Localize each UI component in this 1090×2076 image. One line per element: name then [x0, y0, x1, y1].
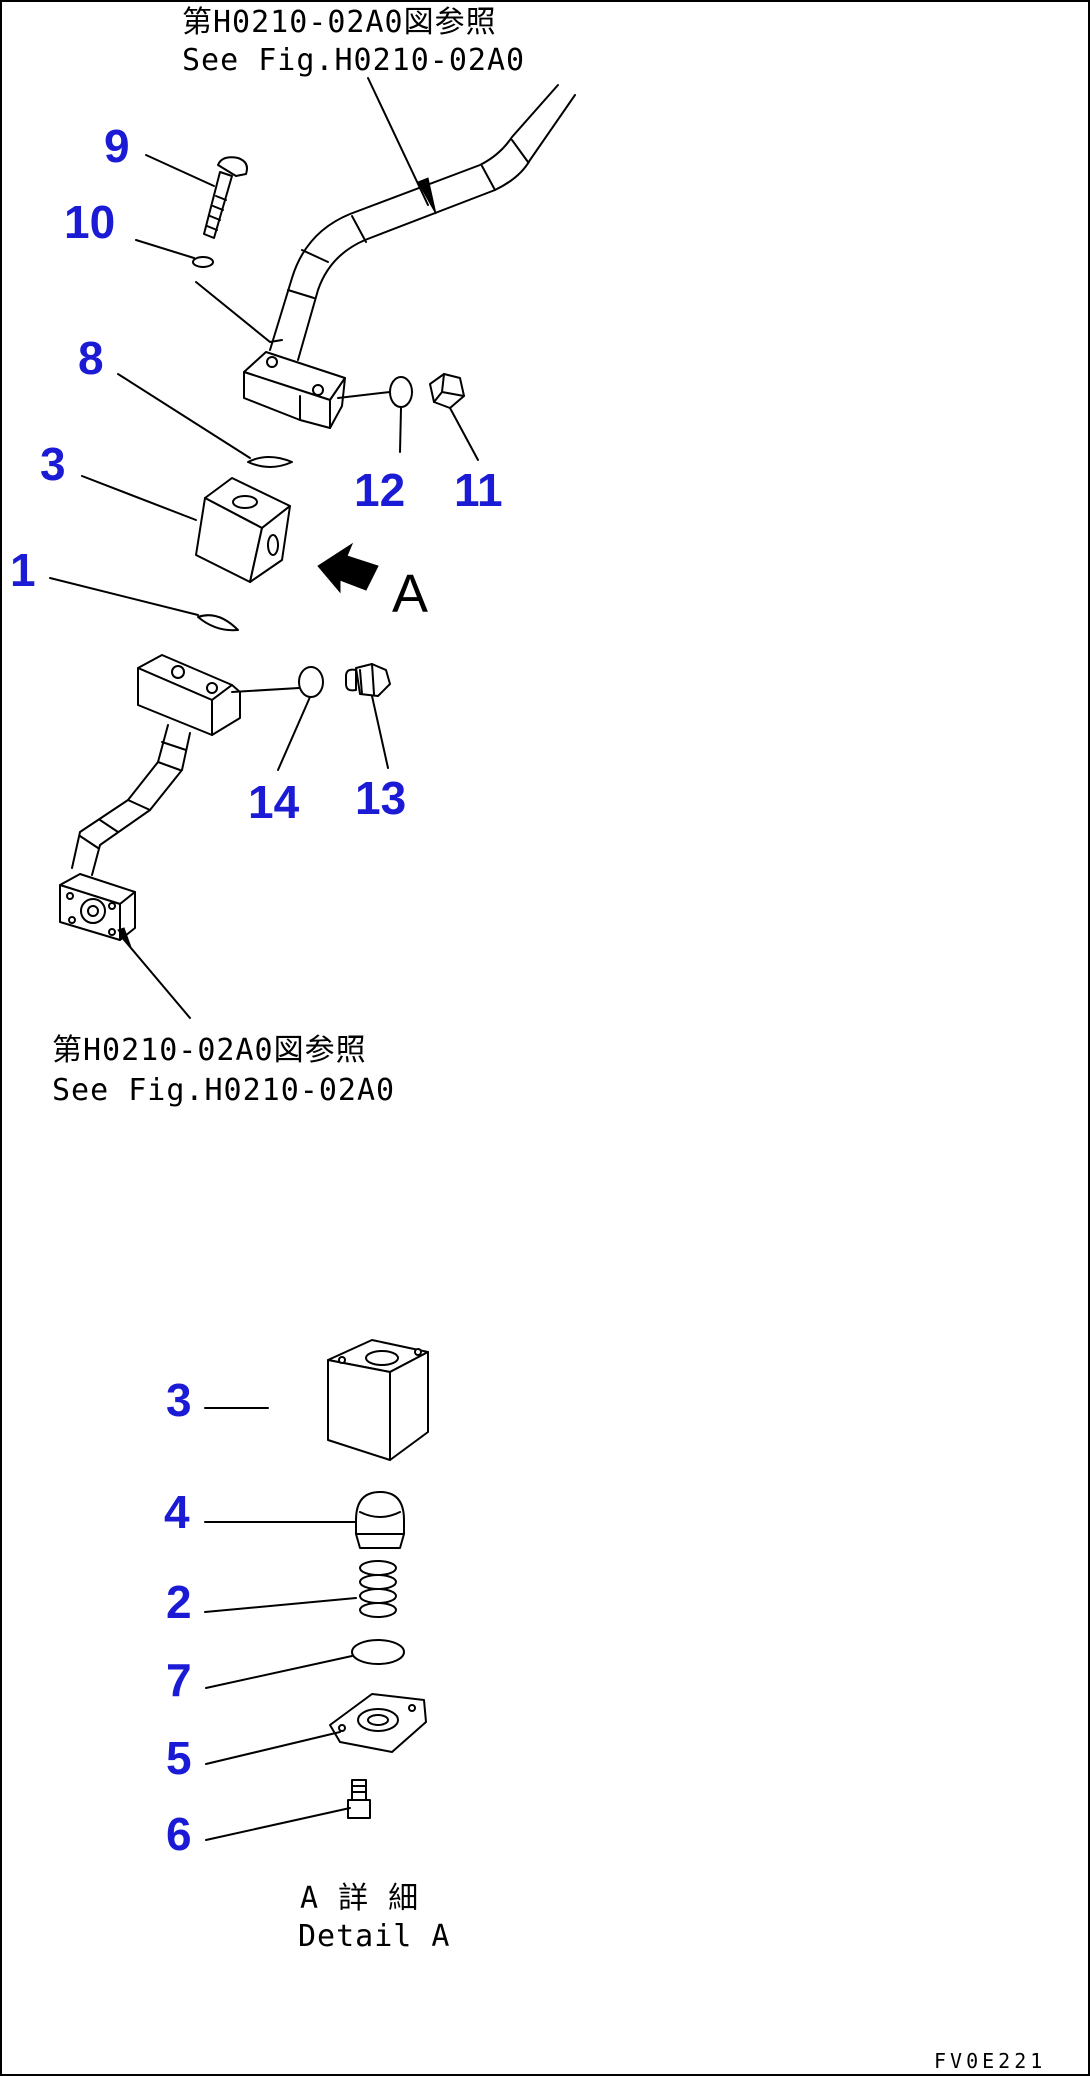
o-ring-14-link — [231, 687, 300, 693]
top-reference-en: See Fig.H0210-02A0 — [182, 43, 525, 78]
top-reference-leader — [367, 77, 429, 206]
bottom-reference-leader — [119, 934, 191, 1019]
callout-8-leader — [117, 373, 251, 459]
callout-5: 5 — [166, 1732, 192, 1784]
callout-2: 2 — [166, 1576, 192, 1628]
detail-flange-cover-5 — [329, 1693, 427, 1753]
top-reference-jp: 第H0210-02A0図参照 — [182, 5, 497, 40]
lower-pipe-flange — [59, 873, 136, 941]
washer-10-leader — [195, 281, 283, 343]
detail-spring-2 — [359, 1560, 397, 1618]
valve-block-3 — [195, 477, 291, 583]
o-ring-8 — [247, 456, 293, 468]
detail-bolt-6 — [347, 1779, 371, 1819]
callout-4: 4 — [164, 1486, 190, 1538]
callout-14: 14 — [248, 776, 300, 828]
callout-10-leader — [135, 239, 195, 259]
callout-12: 12 — [354, 464, 405, 516]
callout-13-leader — [371, 695, 389, 769]
detail-caption-en: Detail A — [298, 1919, 451, 1954]
callout-2-leader — [204, 1597, 357, 1613]
callout-6-leader — [205, 1807, 351, 1841]
callout-1-leader — [49, 577, 199, 616]
callout-9-leader — [145, 154, 215, 187]
callout-11-leader — [449, 407, 479, 461]
o-ring-12 — [389, 376, 413, 408]
bolt-9 — [203, 156, 248, 239]
bottom-reference-en: See Fig.H0210-02A0 — [52, 1073, 395, 1108]
o-ring-14 — [298, 666, 324, 698]
callout-13: 13 — [355, 772, 406, 824]
callout-12-leader — [399, 407, 402, 453]
view-a-arrow — [317, 542, 379, 594]
o-ring-12-link — [337, 391, 391, 399]
callout-14-leader — [277, 696, 311, 771]
detail-o-ring-7 — [351, 1639, 405, 1665]
lower-pipe — [71, 724, 191, 876]
callout-8: 8 — [78, 332, 104, 384]
detail-poppet-4 — [355, 1491, 405, 1549]
o-ring-1 — [197, 614, 239, 632]
callout-10: 10 — [64, 196, 115, 248]
bottom-reference-jp: 第H0210-02A0図参照 — [52, 1033, 367, 1068]
callout-5-leader — [205, 1731, 341, 1765]
view-a-label: A — [392, 564, 428, 624]
upper-flange-block — [243, 351, 346, 429]
upper-pipe — [269, 84, 576, 361]
callout-3-detail: 3 — [166, 1374, 192, 1426]
callout-11: 11 — [454, 464, 503, 516]
callout-9: 9 — [104, 120, 130, 172]
callout-3-top: 3 — [40, 438, 66, 490]
lower-flange-block — [137, 654, 241, 736]
callout-7-leader — [205, 1655, 353, 1689]
detail-valve-block-3 — [327, 1339, 429, 1461]
drawing-code: FV0E221 — [934, 2049, 1046, 2073]
callout-1: 1 — [10, 544, 36, 596]
callout-7: 7 — [166, 1654, 192, 1706]
detail-caption-jp: A 詳 細 — [300, 1881, 419, 1916]
callout-3-top-leader — [81, 475, 197, 521]
washer-10 — [192, 256, 214, 268]
plug-13 — [345, 663, 391, 697]
callout-6: 6 — [166, 1808, 192, 1860]
plug-11 — [429, 373, 465, 409]
